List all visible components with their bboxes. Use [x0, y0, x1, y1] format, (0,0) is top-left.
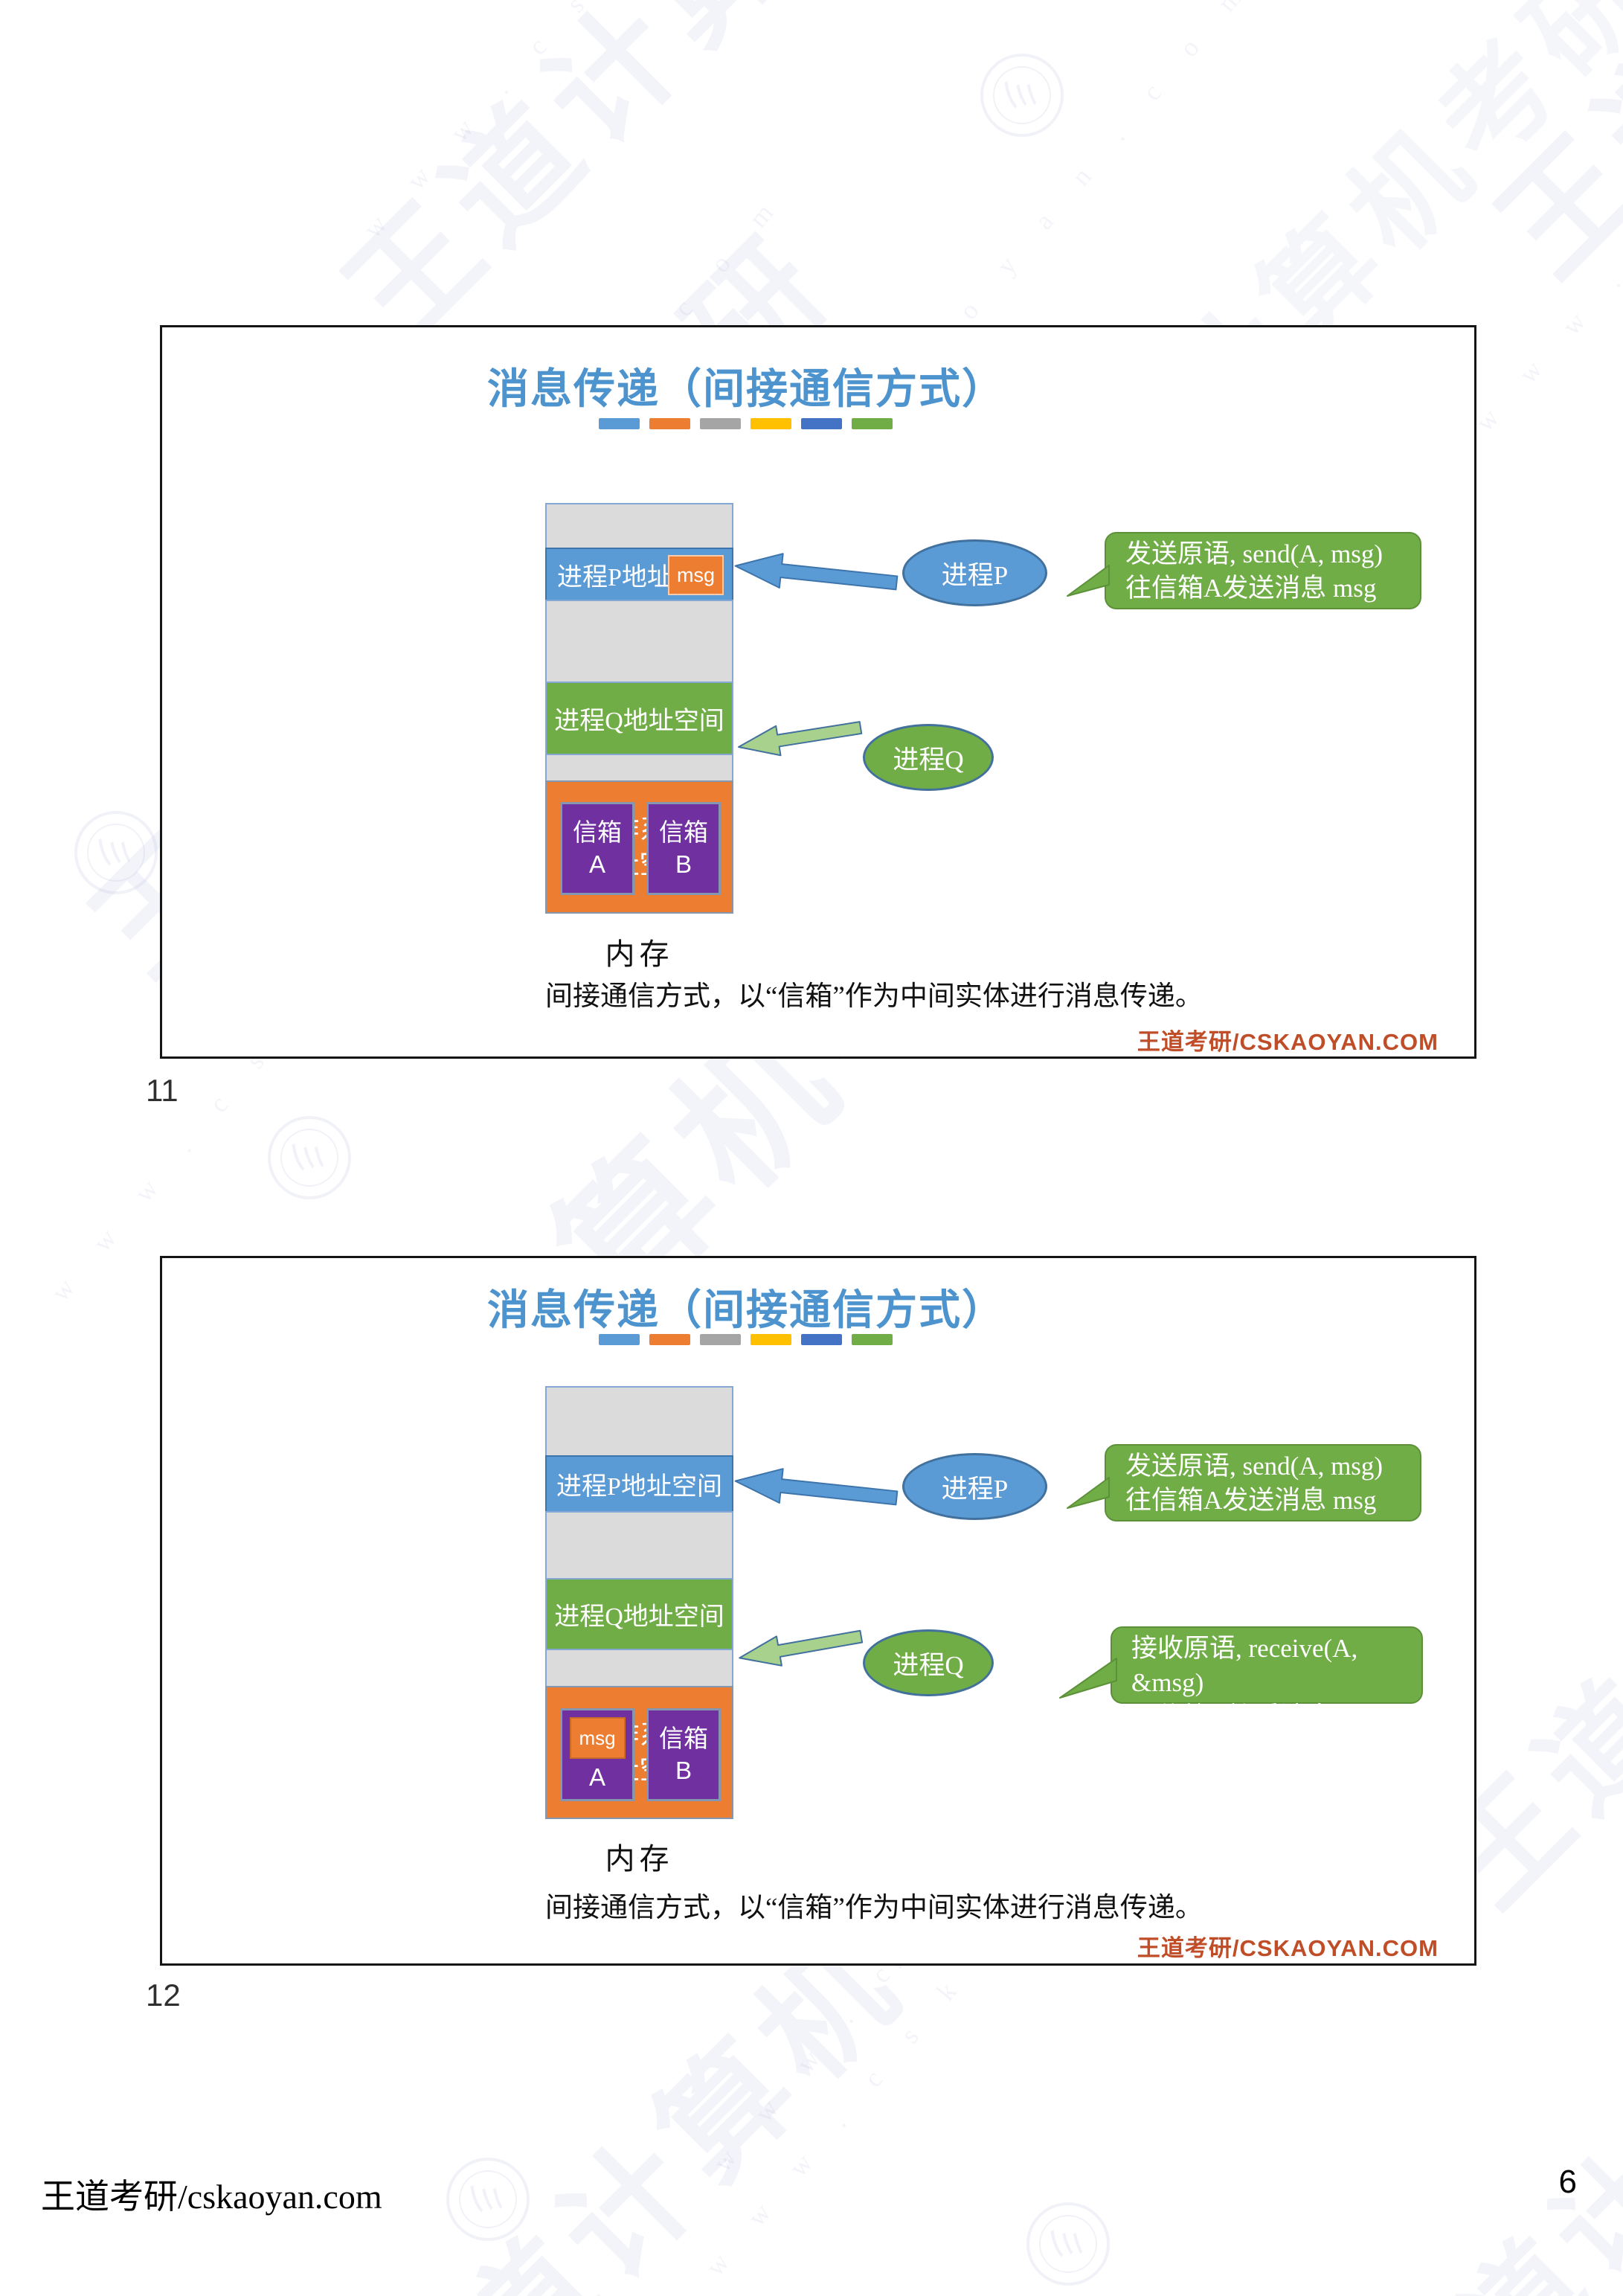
divider-bar-segment [852, 418, 893, 429]
page-number: 6 [1558, 2164, 1577, 2200]
receive-callout: 接收原语, receive(A, &msg) 从信箱A接受消息 [1059, 1626, 1423, 1731]
mailbox-label: 信箱 [659, 819, 708, 847]
memory-free-section [545, 1386, 733, 1457]
title-divider-bar [599, 418, 893, 429]
process-q-ellipse: 进程Q [863, 724, 994, 791]
mailbox-a-name: A [588, 850, 605, 878]
slide-title: 消息传递（间接通信方式） [487, 1288, 1005, 1334]
watermark-brand: 王道计算机考研 [1450, 0, 1623, 308]
divider-bar-segment [852, 1334, 893, 1345]
process-p-ellipse: 进程P [902, 539, 1047, 606]
divider-bar-segment [751, 1334, 791, 1345]
slide-title: 消息传递（间接通信方式） [487, 367, 1005, 413]
memory-free-section [545, 600, 733, 683]
callout-tail-icon [1059, 1658, 1117, 1699]
process-q-label: 进程Q [893, 745, 964, 775]
page-footer-brand: 王道考研/cskaoyan.com [41, 2178, 382, 2216]
process-q-address-label: 进程Q地址空间 [554, 1603, 724, 1631]
seal-swirl-icon: 彡 [283, 1137, 330, 1178]
send-callout: 发送原语, send(A, msg) 往信箱A发送消息 msg [1067, 1444, 1421, 1521]
mailbox-a: msg A [560, 1708, 634, 1801]
divider-bar-segment [751, 418, 791, 429]
mailbox-label: 信箱 [573, 819, 622, 847]
mailbox-b: 信箱 B [646, 1708, 721, 1801]
memory-free-section [545, 1649, 733, 1687]
memory-free-section [545, 754, 733, 782]
mailbox-a-name: A [588, 1763, 605, 1791]
memory-free-section [545, 503, 733, 549]
slide-number-11: 11 [146, 1073, 179, 1108]
process-p-label: 进程P [941, 560, 1009, 590]
arrow-left-green-icon [739, 1629, 864, 1667]
seal-swirl-icon: 彡 [462, 2178, 508, 2219]
process-p-address-space: 进程P地址 msg [545, 548, 733, 601]
process-q-address-space: 进程Q地址空间 [545, 682, 733, 755]
slide-caption: 间接通信方式，以“信箱”作为中间实体进行消息传递。 [545, 981, 1203, 1012]
callout-tail-icon [1067, 1477, 1110, 1509]
receive-callout-line2: 从信箱A接受消息 [1131, 1702, 1333, 1731]
process-p-ellipse: 进程P [902, 1453, 1047, 1520]
slide-footer-brand: 王道考研/CSKAOYAN.COM [1137, 1935, 1439, 1961]
process-q-address-label: 进程Q地址空间 [554, 708, 724, 735]
slide-number-12: 12 [146, 1978, 181, 2013]
divider-bar-segment [599, 418, 640, 429]
process-q-address-space: 进程Q地址空间 [545, 1578, 733, 1650]
receive-callout-line1: 接收原语, receive(A, &msg) [1131, 1634, 1358, 1697]
process-p-address-space: 进程P地址空间 [545, 1455, 733, 1513]
process-q-ellipse: 进程Q [863, 1629, 994, 1696]
msg-in-mailbox-a: msg [569, 1716, 626, 1759]
divider-bar-segment [649, 418, 690, 429]
memory-free-section [545, 1511, 733, 1580]
watermark-url: w w w . c s k a o y a n . c o m [1469, 0, 1623, 437]
process-p-address-label: 进程P地址 [557, 563, 672, 591]
send-callout-line1: 发送原语, send(A, msg) [1125, 1452, 1383, 1481]
watermark-seal: 彡 [446, 2158, 530, 2241]
mailbox-b-name: B [675, 850, 692, 878]
memory-label: 内存 [605, 1842, 674, 1876]
divider-bar-segment [649, 1334, 690, 1345]
memory-column: 进程P地址空间 进程Q地址空间 操作系统 地址空间 msg A 信箱 B [545, 1386, 733, 1819]
title-divider-bar [599, 1334, 893, 1345]
watermark-url: w w w . c s k a o y a n . c o m [357, 0, 994, 244]
process-p-label: 进程P [941, 1474, 1009, 1504]
seal-swirl-icon: 彡 [996, 74, 1042, 115]
mailbox-a: 信箱 A [560, 802, 634, 895]
slide-12: 消息传递（间接通信方式） 进程P地址空间 进程Q地址空间 操作系统 地址空间 m… [160, 1256, 1476, 1966]
slide-caption: 间接通信方式，以“信箱”作为中间实体进行消息传递。 [545, 1893, 1203, 1923]
process-q-label: 进程Q [893, 1650, 964, 1680]
divider-bar-segment [700, 1334, 741, 1345]
send-callout-line2: 往信箱A发送消息 msg [1125, 1486, 1377, 1515]
memory-column: 进程P地址 msg 进程Q地址空间 操作系统 地址空间 信箱 A 信箱 B [545, 503, 733, 914]
watermark-brand: 王道计算机考研 [298, 0, 1119, 375]
divider-bar-segment [801, 1334, 842, 1345]
divider-bar-segment [700, 418, 741, 429]
arrow-left-green-icon [738, 721, 863, 757]
divider-bar-segment [801, 418, 842, 429]
callout-tail-icon [1067, 565, 1110, 597]
process-p-address-label: 进程P地址空间 [556, 1473, 722, 1501]
os-address-space: 操作系统 地址空间 信箱 A 信箱 B [545, 780, 733, 914]
divider-bar-segment [599, 1334, 640, 1345]
watermark-seal: 彡 [1026, 2202, 1110, 2286]
arrow-left-blue-icon [734, 553, 899, 591]
msg-box: msg [668, 555, 724, 595]
send-callout-line2: 往信箱A发送消息 msg [1125, 574, 1377, 603]
watermark-seal: 彡 [268, 1116, 351, 1199]
mailbox-b: 信箱 B [646, 802, 721, 895]
send-callout-line1: 发送原语, send(A, msg) [1125, 539, 1383, 568]
os-address-space: 操作系统 地址空间 msg A 信箱 B [545, 1686, 733, 1819]
mailbox-label: 信箱 [659, 1725, 708, 1753]
watermark-seal: 彡 [74, 811, 158, 894]
slide-footer-brand: 王道考研/CSKAOYAN.COM [1137, 1029, 1439, 1055]
watermark-seal: 彡 [980, 54, 1064, 137]
mailbox-b-name: B [675, 1756, 692, 1784]
memory-label: 内存 [605, 937, 674, 971]
seal-swirl-icon: 彡 [1042, 2223, 1088, 2264]
send-callout: 发送原语, send(A, msg) 往信箱A发送消息 msg [1067, 532, 1421, 609]
arrow-left-blue-icon [734, 1468, 899, 1506]
seal-swirl-icon: 彡 [90, 832, 136, 873]
slide-11: 消息传递（间接通信方式） 进程P地址 msg 进程Q地址空间 操作系统 地址空间… [160, 325, 1476, 1059]
